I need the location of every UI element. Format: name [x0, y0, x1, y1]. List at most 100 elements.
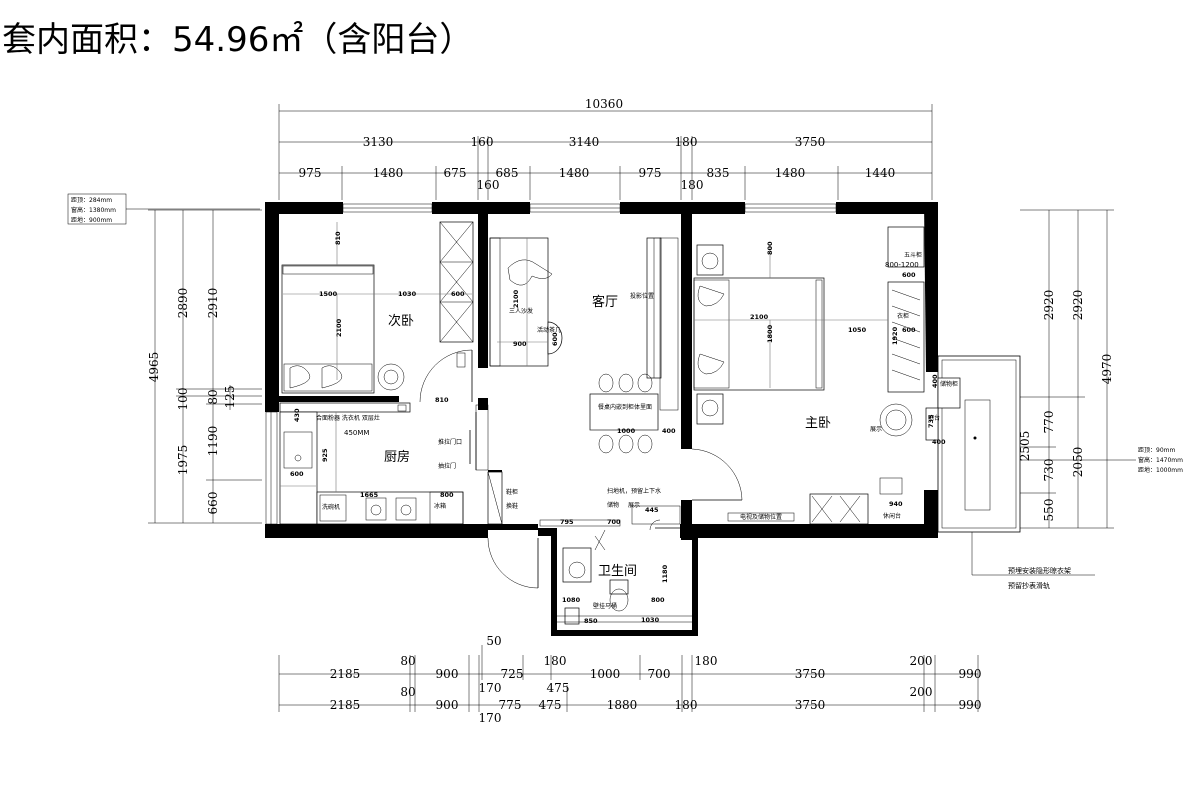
dim-label: 700	[648, 667, 671, 681]
wall-toilet-label: 壁挂马桶	[593, 602, 617, 610]
dim-label: 940	[889, 500, 903, 508]
dim-label: 3130	[363, 135, 394, 149]
living-room	[489, 237, 681, 551]
tv-position-label: 投影位置	[630, 292, 654, 300]
kitchen-note: 450MM	[344, 429, 369, 437]
dim-label: 660	[206, 492, 220, 515]
dim-label: 2920	[1042, 290, 1056, 321]
dim-label: 800	[440, 491, 454, 499]
second-bedroom	[281, 221, 474, 403]
top-dimension-lines	[278, 104, 933, 200]
dim-label: 800	[651, 596, 665, 604]
dim-right-total: 4970	[1100, 354, 1114, 385]
dim-label: 3750	[795, 135, 826, 149]
dim-top-row2: 3130 160 3140 180 3750	[363, 135, 826, 149]
dim-label: 550	[1042, 499, 1056, 522]
note-line: 窗高：1380mm	[71, 206, 116, 214]
dim-label: 180	[681, 178, 704, 192]
dim-label: 50	[486, 634, 501, 648]
dim-label: 1975	[176, 445, 190, 476]
dim-label: 1080	[562, 596, 581, 604]
dim-label: 80	[400, 654, 415, 668]
dim-bottom-row2: 2185 80 900 775 475 1880 180 3750 200 99…	[330, 685, 982, 725]
room-label-second-bedroom: 次卧	[388, 313, 414, 329]
bottom-dimension-lines	[278, 645, 979, 712]
kitchen-gap-label: 抽拉门	[438, 462, 456, 470]
dim-label: 180	[675, 698, 698, 712]
dim-label: 430	[293, 408, 301, 422]
coffee-table-label: 活动茶几	[537, 326, 561, 334]
dim-label: 160	[471, 135, 494, 149]
room-label-living-room: 客厅	[592, 294, 618, 310]
dim-label: 1665	[360, 491, 379, 499]
dishwasher-label: 洗碗机	[322, 503, 340, 511]
drawer-size-label: 800-1200	[885, 261, 919, 269]
dim-label: 600	[551, 332, 559, 346]
dim-label: 1000	[590, 667, 621, 681]
note-line: 距地：1000mm	[1138, 466, 1183, 474]
dim-label: 1880	[607, 698, 638, 712]
bathroom	[557, 519, 692, 625]
dim-label: 975	[299, 166, 322, 180]
fridge-label: 冰箱	[434, 502, 446, 510]
dim-label: 600	[902, 271, 916, 279]
pouf-label: 展示	[870, 426, 882, 433]
room-label-kitchen: 厨房	[384, 449, 410, 465]
dim-label: 1480	[373, 166, 404, 180]
dim-label: 1030	[641, 616, 660, 624]
dim-label: 2100	[750, 313, 769, 321]
dim-label: 1480	[775, 166, 806, 180]
walls	[265, 202, 938, 636]
dim-label: 2050	[1071, 447, 1085, 478]
sofa-label: 三人沙发	[509, 307, 533, 315]
dim-label: 170	[479, 711, 502, 725]
sweeper-label: 扫地机，预留上下水	[607, 487, 661, 495]
dim-label: 80	[400, 685, 415, 699]
dim-label: 180	[695, 654, 718, 668]
dim-label: 200	[910, 654, 933, 668]
dim-top-row3: 975 1480 675 685 1480 975 835 1480 1440 …	[299, 166, 896, 192]
dim-label: 200	[910, 685, 933, 699]
balcony-note: 预留抄表滑轨	[1008, 581, 1050, 590]
dim-label: 400	[932, 438, 946, 446]
balcony: 预埋安装隐形晾衣架 预留抄表滑轨	[937, 355, 1095, 590]
dim-label: 2100	[335, 318, 343, 337]
dim-label: 1180	[661, 564, 669, 583]
dim-label: 2185	[330, 698, 361, 712]
dim-label: 770	[1042, 411, 1056, 434]
dim-label: 125	[223, 386, 237, 409]
dim-label: 80	[206, 389, 220, 404]
dim-label: 1500	[319, 290, 338, 298]
dim-label: 2890	[176, 288, 190, 319]
dim-label: 180	[544, 654, 567, 668]
drawer-cabinet-label: 五斗柜	[904, 251, 922, 259]
left-window-note: 距顶：284mm 窗高：1380mm 距地：900mm	[67, 193, 260, 225]
dim-label: 2185	[330, 667, 361, 681]
dim-label: 700	[607, 518, 621, 526]
note-line: 窗高：1470mm	[1138, 456, 1183, 464]
dim-label: 600	[290, 470, 304, 478]
dim-label: 795	[560, 518, 574, 526]
dim-label: 1920	[891, 326, 899, 345]
right-dimension-lines	[1020, 209, 1114, 529]
shoe-change-label: 换鞋	[506, 502, 518, 510]
area-title: 套内面积：54.96㎡（含阳台）	[2, 20, 473, 60]
dim-label: 1000	[617, 427, 636, 435]
tv-storage-label: 电视及储物位置	[740, 513, 782, 521]
dim-label: 730	[1042, 459, 1056, 482]
dim-label: 600	[902, 326, 916, 334]
dim-label: 3750	[795, 667, 826, 681]
dim-label: 475	[547, 681, 570, 695]
bar-label: 吧台	[928, 414, 940, 422]
kitchen	[279, 402, 539, 589]
dim-label: 400	[931, 374, 939, 388]
dining-label: 餐桌内嵌到柜体里面	[598, 403, 652, 411]
storage-cabinet-label: 储物柜	[940, 380, 958, 388]
dim-label: 900	[513, 340, 527, 348]
dim-label: 170	[479, 681, 502, 695]
dim-top-total: 10360	[585, 97, 623, 111]
dim-label: 2100	[512, 289, 520, 308]
dim-label: 685	[496, 166, 519, 180]
dim-label: 900	[436, 698, 459, 712]
